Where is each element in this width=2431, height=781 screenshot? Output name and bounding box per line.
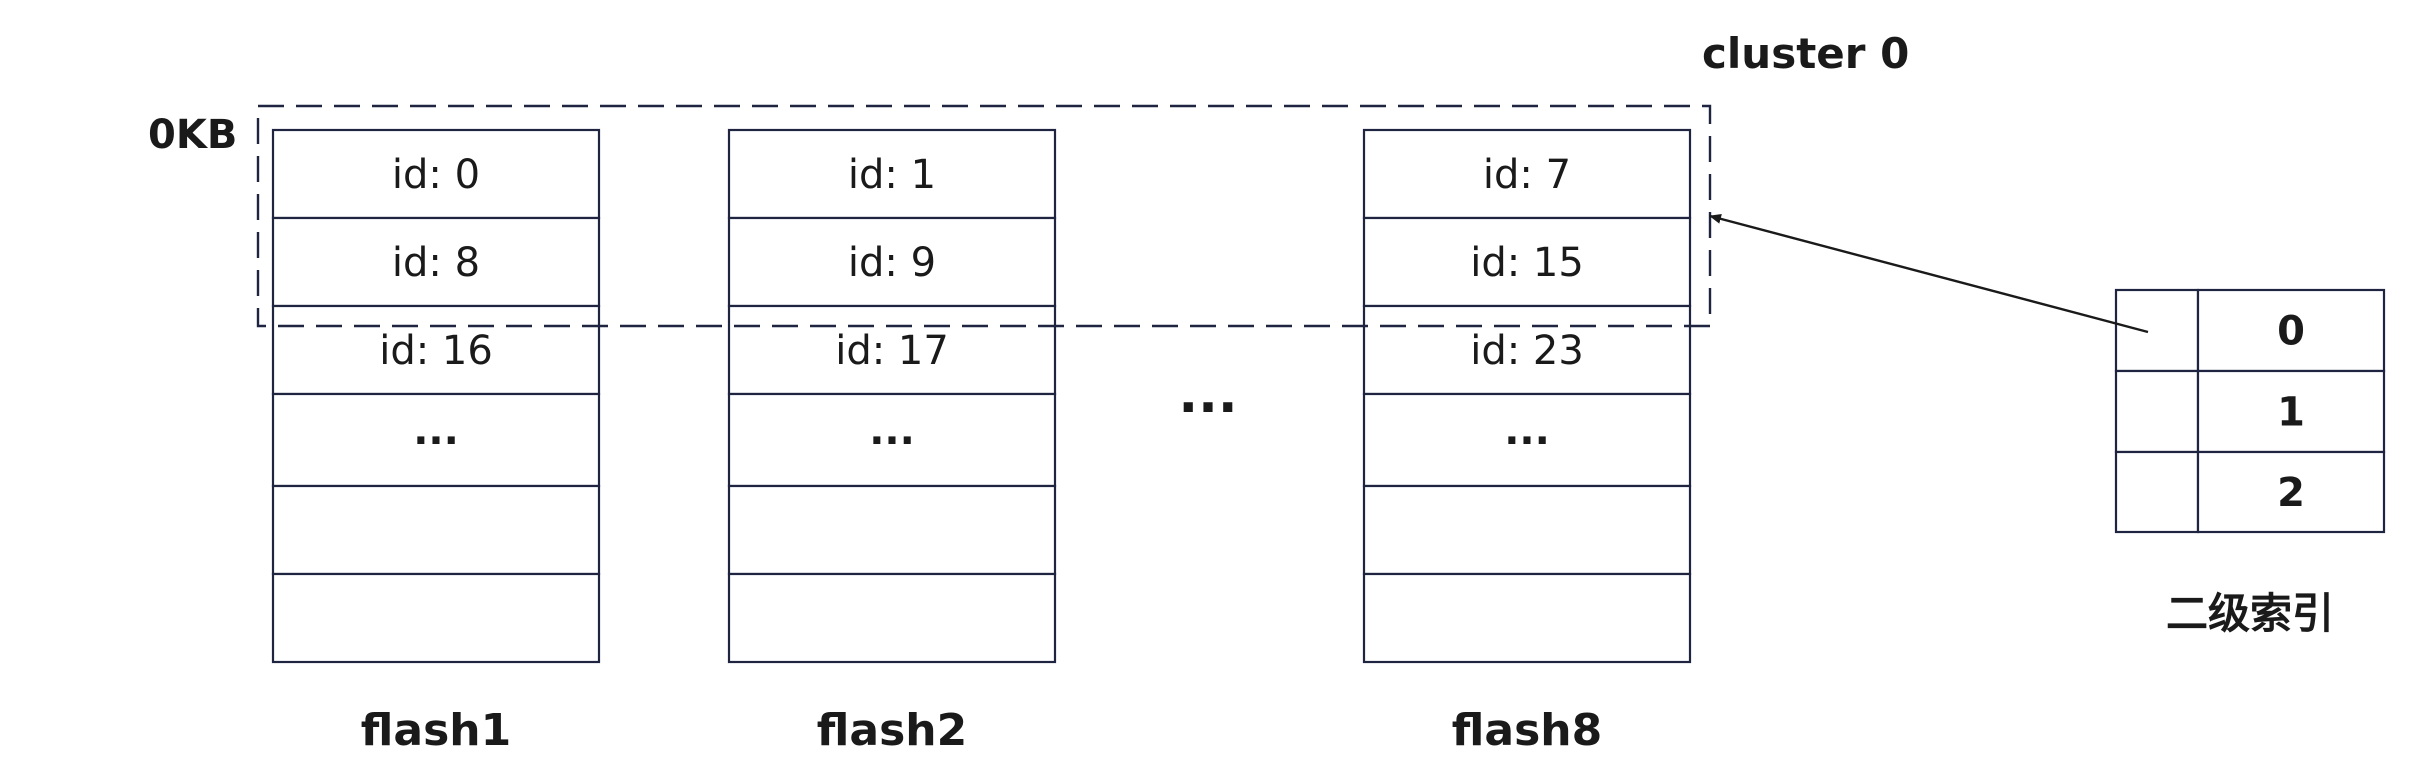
cell-id-label: id: 16 — [379, 328, 493, 374]
between-columns-ellipsis: ... — [1178, 365, 1237, 425]
index-row-value: 2 — [2277, 470, 2305, 516]
cell-ellipsis: ... — [413, 408, 459, 454]
flash-cell — [1362, 484, 1692, 576]
flash-column-label: flash1 — [361, 705, 511, 756]
offset-label-0kb: 0KB — [148, 112, 237, 158]
index-pointer-cell — [2114, 369, 2200, 454]
flash-cell — [271, 484, 601, 576]
cell-id-label: id: 8 — [392, 240, 480, 286]
cell-id-label: id: 0 — [392, 152, 480, 198]
flash-cell — [1362, 304, 1692, 396]
cell-id-label: id: 9 — [848, 240, 936, 286]
index-pointer-cell — [2114, 450, 2200, 534]
cell-id-label: id: 15 — [1470, 240, 1584, 286]
flash-column-label: flash2 — [817, 705, 967, 756]
flash-column-flash2: id: 1 id: 9 id: 17... flash2 — [727, 128, 1057, 756]
flash-column-label: flash8 — [1452, 705, 1602, 756]
flash-cell — [271, 304, 601, 396]
secondary-index-caption: 二级索引 — [2166, 589, 2334, 638]
flash-cell — [1362, 392, 1692, 488]
flash-cell — [271, 216, 601, 308]
flash-cell — [271, 128, 601, 220]
index-value-cell — [2196, 369, 2386, 454]
flash-cell — [727, 392, 1057, 488]
index-value-cell — [2196, 450, 2386, 534]
index-row-value: 1 — [2277, 390, 2305, 436]
secondary-index-table: 0 1 2 — [2114, 288, 2386, 534]
flash-cell — [1362, 216, 1692, 308]
index-pointer-cell — [2114, 288, 2200, 373]
cell-ellipsis: ... — [1504, 408, 1550, 454]
index-row-value: 0 — [2277, 309, 2305, 355]
flash-cell — [271, 392, 601, 488]
cell-ellipsis: ... — [869, 408, 915, 454]
flash-cell — [727, 572, 1057, 664]
cluster-label: cluster 0 — [1702, 29, 1909, 78]
cell-id-label: id: 23 — [1470, 328, 1584, 374]
flash-column-flash8: id: 7 id: 15 id: 23... flash8 — [1362, 128, 1692, 756]
cell-id-label: id: 1 — [848, 152, 936, 198]
flash-cell — [727, 484, 1057, 576]
flash-cell — [727, 216, 1057, 308]
flash-cell — [1362, 572, 1692, 664]
cell-id-label: id: 7 — [1483, 152, 1571, 198]
flash-column-flash1: id: 0 id: 8 id: 16... flash1 — [271, 128, 601, 756]
flash-cell — [271, 572, 601, 664]
cell-id-label: id: 17 — [835, 328, 949, 374]
index-pointer-arrow — [1709, 213, 2149, 334]
